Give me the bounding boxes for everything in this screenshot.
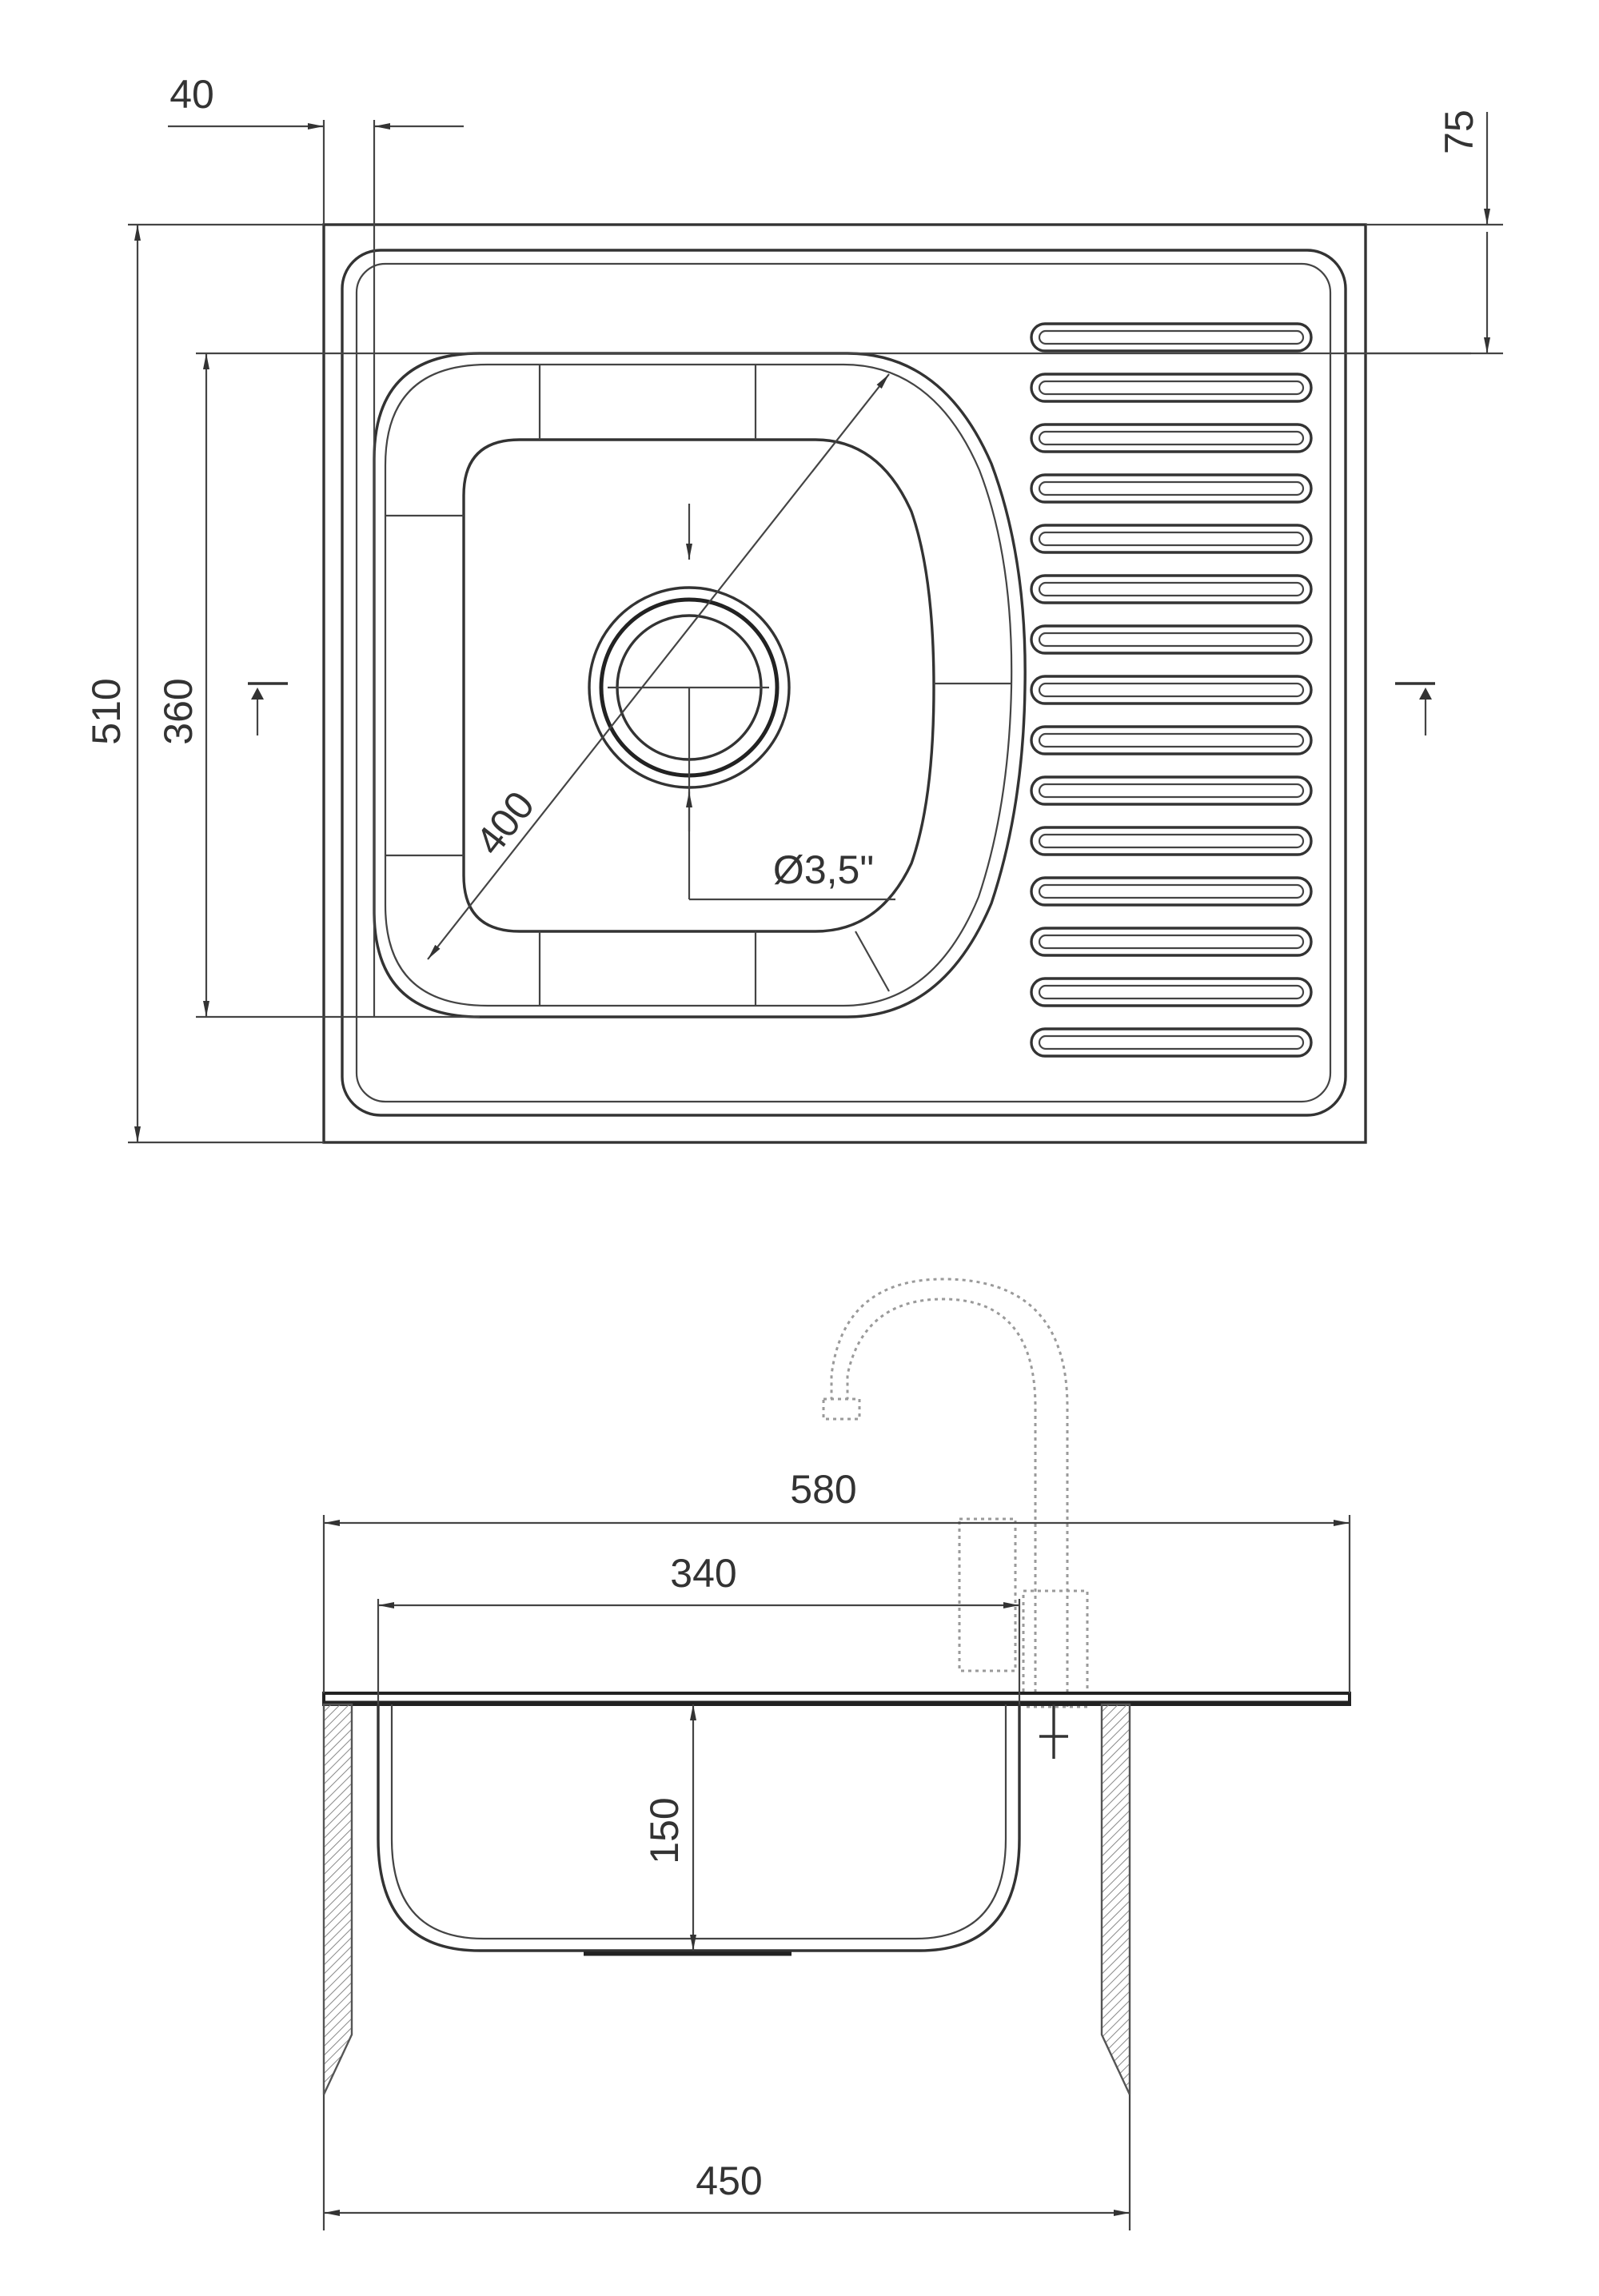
- dim-40-label: 40: [169, 72, 214, 117]
- bowl-panel-lines: [385, 365, 1011, 1006]
- drainboard-rib-inner: [1038, 632, 1305, 648]
- drainboard-rib-inner: [1038, 531, 1305, 547]
- drainboard-rib-inner: [1038, 732, 1305, 748]
- dim-360-label: 360: [156, 678, 201, 744]
- drainboard-ribs: [1030, 322, 1313, 1058]
- drainboard-rib-inner: [1038, 581, 1305, 597]
- drainboard-rib: [1030, 322, 1313, 353]
- cabinet-left-wall: [322, 1703, 353, 2095]
- drainboard-rib-inner: [1038, 833, 1305, 849]
- drain: [588, 504, 895, 901]
- drainboard-rib: [1030, 524, 1313, 554]
- bowl-diagonal-dimension-line: [427, 373, 890, 960]
- top-view: 40 75 510 360 400 Ø3,5": [84, 72, 1503, 1144]
- tap-mounting-bolt: [1039, 1704, 1068, 1759]
- drainboard-rib-inner: [1038, 430, 1305, 446]
- drainboard-rib: [1030, 826, 1313, 856]
- drain-diameter-label: Ø3,5": [773, 847, 874, 892]
- drainboard-rib: [1030, 675, 1313, 705]
- sink-outer-rim: [322, 223, 1367, 1144]
- side-view: 580 340 150 450: [322, 1278, 1351, 2230]
- drainboard-rib-inner: [1038, 480, 1305, 496]
- drainboard-rib-inner: [1038, 380, 1305, 396]
- drainboard-rib-inner: [1038, 682, 1305, 698]
- drainboard-rib-inner: [1038, 883, 1305, 899]
- cabinet-right-wall: [1100, 1703, 1131, 2095]
- extension-lines: [128, 120, 1503, 1144]
- drainboard-rib-inner: [1038, 1034, 1305, 1050]
- drainboard-rib: [1030, 876, 1313, 907]
- dim-580-label: 580: [790, 1467, 856, 1512]
- drainboard-rib: [1030, 574, 1313, 604]
- dim-75-label: 75: [1437, 110, 1481, 154]
- dim-400-label: 400: [467, 783, 543, 863]
- drainboard-rib: [1030, 775, 1313, 806]
- dim-510-label: 510: [84, 678, 129, 744]
- drainboard-rib-inner: [1038, 984, 1305, 1000]
- dim-340-label: 340: [670, 1551, 736, 1596]
- dim-450-label: 450: [696, 2158, 762, 2203]
- drainboard-rib-inner: [1038, 329, 1305, 345]
- faucet-outline: [822, 1278, 1089, 1708]
- drainboard-rib: [1030, 423, 1313, 453]
- drainboard-rib: [1030, 1027, 1313, 1058]
- drainboard-rib-inner: [1038, 934, 1305, 950]
- bowl-outer-contour: [373, 352, 1027, 1018]
- section-marker-left: [248, 682, 288, 735]
- bowl-middle-contour: [384, 363, 1013, 1007]
- drainboard-rib: [1030, 977, 1313, 1007]
- section-marker-right: [1395, 682, 1435, 735]
- sink-inner-edge: [341, 249, 1347, 1117]
- bowl-profile: [377, 1704, 1021, 1952]
- drainboard-rib: [1030, 624, 1313, 655]
- sink-inner-edge-2: [355, 262, 1332, 1103]
- drainboard-rib: [1030, 473, 1313, 504]
- drainboard-rib: [1030, 725, 1313, 755]
- dim-150-label: 150: [642, 1797, 687, 1864]
- drainboard-rib: [1030, 373, 1313, 403]
- drainboard-rib-inner: [1038, 783, 1305, 799]
- drainboard-rib: [1030, 927, 1313, 957]
